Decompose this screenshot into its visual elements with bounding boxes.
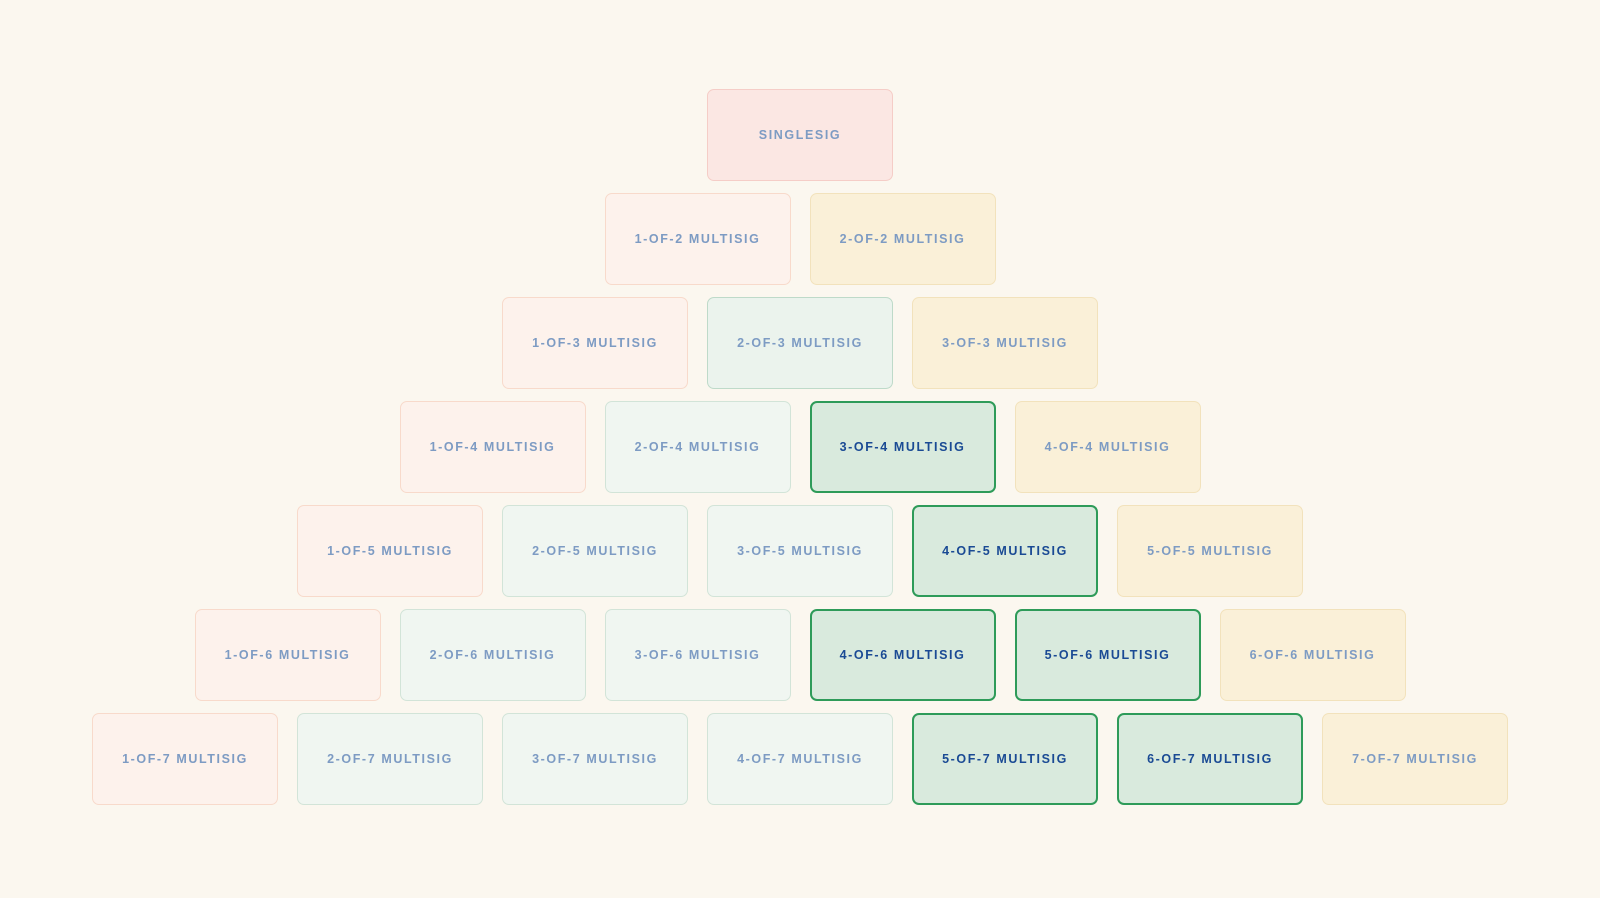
pyramid-row-3: 1-OF-3 MULTISIG 2-OF-3 MULTISIG 3-OF-3 M… (502, 297, 1098, 389)
box-label-4-of-7-multisig: 4-OF-7 MULTISIG (737, 752, 863, 766)
box-1-of-7-multisig: 1-OF-7 MULTISIG (92, 713, 278, 805)
box-label-6-of-7-multisig: 6-OF-7 MULTISIG (1147, 752, 1273, 766)
pyramid-row-5: 1-OF-5 MULTISIG 2-OF-5 MULTISIG 3-OF-5 M… (297, 505, 1303, 597)
box-label-2-of-2-multisig: 2-OF-2 MULTISIG (839, 232, 966, 246)
multisig-quorum-pyramid: SINGLESIG 1-OF-2 MULTISIG 2-OF-2 MULTISI… (92, 89, 1508, 805)
box-label-3-of-6-multisig: 3-OF-6 MULTISIG (634, 648, 761, 662)
box-3-of-3-multisig: 3-OF-3 MULTISIG (912, 297, 1098, 389)
box-label-7-of-7-multisig: 7-OF-7 MULTISIG (1352, 752, 1478, 766)
box-label-1-of-5-multisig: 1-OF-5 MULTISIG (327, 544, 453, 558)
box-label-singlesig: SINGLESIG (758, 128, 842, 142)
box-label-4-of-6-multisig: 4-OF-6 MULTISIG (839, 648, 966, 662)
box-label-1-of-2-multisig: 1-OF-2 MULTISIG (634, 232, 761, 246)
pyramid-row-1: SINGLESIG (707, 89, 893, 181)
box-4-of-7-multisig: 4-OF-7 MULTISIG (707, 713, 893, 805)
pyramid-row-7: 1-OF-7 MULTISIG 2-OF-7 MULTISIG 3-OF-7 M… (92, 713, 1508, 805)
box-6-of-6-multisig: 6-OF-6 MULTISIG (1219, 609, 1406, 701)
box-4-of-6-multisig: 4-OF-6 MULTISIG (809, 609, 996, 701)
box-label-4-of-4-multisig: 4-OF-4 MULTISIG (1044, 440, 1171, 454)
box-3-of-7-multisig: 3-OF-7 MULTISIG (502, 713, 688, 805)
box-7-of-7-multisig: 7-OF-7 MULTISIG (1322, 713, 1508, 805)
box-label-2-of-4-multisig: 2-OF-4 MULTISIG (634, 440, 761, 454)
box-2-of-5-multisig: 2-OF-5 MULTISIG (502, 505, 688, 597)
box-3-of-5-multisig: 3-OF-5 MULTISIG (707, 505, 893, 597)
box-label-3-of-4-multisig: 3-OF-4 MULTISIG (839, 440, 966, 454)
box-label-3-of-7-multisig: 3-OF-7 MULTISIG (532, 752, 658, 766)
pyramid-row-6: 1-OF-6 MULTISIG 2-OF-6 MULTISIG 3-OF-6 M… (194, 609, 1406, 701)
box-1-of-4-multisig: 1-OF-4 MULTISIG (399, 401, 586, 493)
box-label-2-of-7-multisig: 2-OF-7 MULTISIG (327, 752, 453, 766)
pyramid-row-4: 1-OF-4 MULTISIG 2-OF-4 MULTISIG 3-OF-4 M… (399, 401, 1201, 493)
box-label-3-of-5-multisig: 3-OF-5 MULTISIG (737, 544, 863, 558)
box-singlesig: SINGLESIG (707, 89, 893, 181)
box-label-5-of-7-multisig: 5-OF-7 MULTISIG (942, 752, 1068, 766)
box-label-2-of-3-multisig: 2-OF-3 MULTISIG (737, 336, 863, 350)
box-label-1-of-4-multisig: 1-OF-4 MULTISIG (429, 440, 556, 454)
box-label-5-of-5-multisig: 5-OF-5 MULTISIG (1147, 544, 1273, 558)
box-5-of-6-multisig: 5-OF-6 MULTISIG (1014, 609, 1201, 701)
box-label-1-of-6-multisig: 1-OF-6 MULTISIG (224, 648, 351, 662)
box-5-of-5-multisig: 5-OF-5 MULTISIG (1117, 505, 1303, 597)
box-label-5-of-6-multisig: 5-OF-6 MULTISIG (1044, 648, 1171, 662)
box-label-3-of-3-multisig: 3-OF-3 MULTISIG (942, 336, 1068, 350)
box-2-of-4-multisig: 2-OF-4 MULTISIG (604, 401, 791, 493)
box-label-6-of-6-multisig: 6-OF-6 MULTISIG (1249, 648, 1376, 662)
box-2-of-6-multisig: 2-OF-6 MULTISIG (399, 609, 586, 701)
box-4-of-5-multisig: 4-OF-5 MULTISIG (912, 505, 1098, 597)
box-label-2-of-5-multisig: 2-OF-5 MULTISIG (532, 544, 658, 558)
box-1-of-3-multisig: 1-OF-3 MULTISIG (502, 297, 688, 389)
box-3-of-4-multisig: 3-OF-4 MULTISIG (809, 401, 996, 493)
box-1-of-5-multisig: 1-OF-5 MULTISIG (297, 505, 483, 597)
box-label-1-of-3-multisig: 1-OF-3 MULTISIG (532, 336, 658, 350)
box-6-of-7-multisig: 6-OF-7 MULTISIG (1117, 713, 1303, 805)
box-5-of-7-multisig: 5-OF-7 MULTISIG (912, 713, 1098, 805)
box-1-of-2-multisig: 1-OF-2 MULTISIG (604, 193, 791, 285)
box-2-of-2-multisig: 2-OF-2 MULTISIG (809, 193, 996, 285)
box-1-of-6-multisig: 1-OF-6 MULTISIG (194, 609, 381, 701)
box-label-4-of-5-multisig: 4-OF-5 MULTISIG (942, 544, 1068, 558)
box-2-of-3-multisig: 2-OF-3 MULTISIG (707, 297, 893, 389)
box-4-of-4-multisig: 4-OF-4 MULTISIG (1014, 401, 1201, 493)
pyramid-row-2: 1-OF-2 MULTISIG 2-OF-2 MULTISIG (604, 193, 996, 285)
box-3-of-6-multisig: 3-OF-6 MULTISIG (604, 609, 791, 701)
box-label-2-of-6-multisig: 2-OF-6 MULTISIG (429, 648, 556, 662)
box-label-1-of-7-multisig: 1-OF-7 MULTISIG (122, 752, 248, 766)
box-2-of-7-multisig: 2-OF-7 MULTISIG (297, 713, 483, 805)
